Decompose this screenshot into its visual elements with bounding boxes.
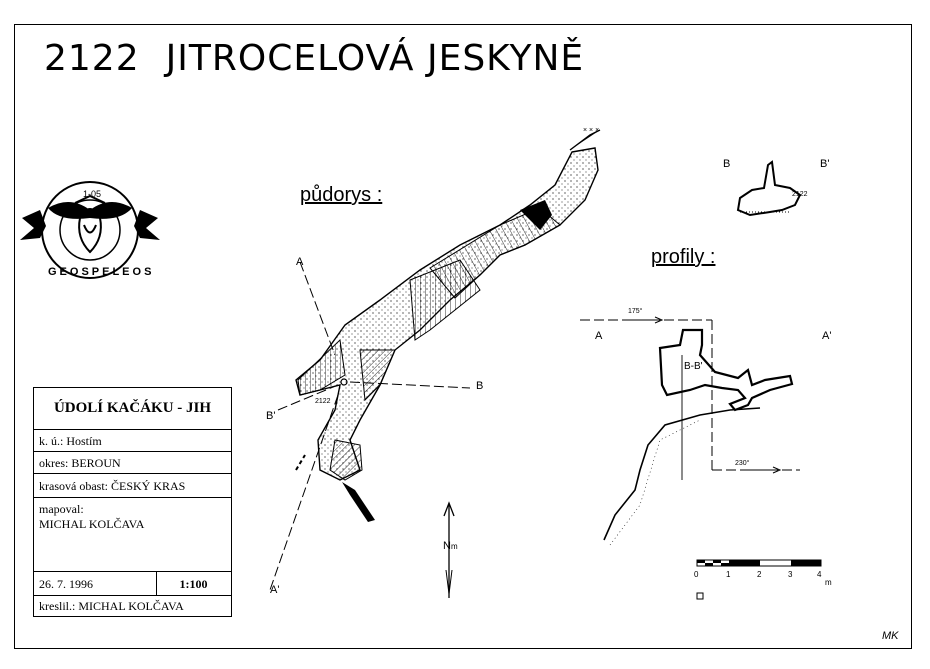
info-district: okres: BEROUN [39, 456, 121, 470]
info-surveyed-by: MICHAL KOLČAVA [39, 517, 145, 531]
north-label: Nm [443, 540, 458, 552]
long-profile-aa [580, 316, 800, 546]
cross-section-bb [736, 160, 802, 217]
plan-label-b: B [476, 380, 484, 392]
scale-tick-4: 4 [817, 570, 822, 579]
section-line-a [299, 261, 336, 356]
section-line-b-prime [277, 384, 339, 411]
info-cadastre-row: k. ú.: Hostím [34, 430, 231, 452]
info-divider [156, 572, 157, 595]
profiles-heading: profily : [651, 246, 716, 268]
info-date: 26. 7. 1996 [39, 577, 93, 591]
map-sheet-border [14, 24, 912, 649]
north-arrow [443, 501, 455, 598]
plan-heading: půdorys : [300, 184, 383, 206]
info-map-scale: 1:100 [179, 577, 208, 591]
bb-label-b-prime: B' [820, 158, 830, 170]
bb-entrance-label: 2122 [792, 191, 808, 198]
svg-text:× × ×: × × × [583, 127, 599, 134]
profile-bb-marker: B-B' [684, 361, 703, 372]
profile-label-a: A [595, 330, 603, 342]
plan-label-b-prime: B' [266, 410, 276, 422]
scale-unit: m [825, 578, 832, 587]
bearing-upper: 175° [628, 308, 643, 315]
scale-bar [696, 559, 822, 600]
north-sub: m [450, 542, 458, 551]
plan-view: × × × [295, 127, 601, 522]
map-info-box: ÚDOLÍ KAČÁKU - JIH k. ú.: Hostím okres: … [33, 387, 232, 617]
logo-code: 1-05 [83, 189, 102, 199]
signature: MK [882, 630, 899, 642]
info-surveyed-label: mapoval: [39, 502, 84, 516]
north-letter: N [443, 540, 451, 552]
info-karst-area: krasová obast: ČESKÝ KRAS [39, 479, 186, 493]
plan-label-a: A [296, 256, 304, 268]
bearing-lower: 230° [735, 460, 750, 467]
section-line-b [349, 381, 471, 389]
info-drawn-row: kreslil.: MICHAL KOLČAVA [34, 596, 231, 616]
info-date-scale-row: 26. 7. 1996 1:100 [34, 572, 231, 596]
info-karst-row: krasová obast: ČESKÝ KRAS [34, 474, 231, 498]
cave-number: 2122 [44, 38, 140, 79]
info-region-row: ÚDOLÍ KAČÁKU - JIH [34, 388, 231, 430]
info-cadastre: k. ú.: Hostím [39, 434, 102, 448]
scale-tick-0: 0 [694, 570, 699, 579]
scale-tick-2: 2 [757, 570, 762, 579]
section-line-a-prime [269, 394, 339, 591]
plan-label-a-prime: A' [270, 584, 280, 596]
info-region: ÚDOLÍ KAČÁKU - JIH [53, 400, 212, 416]
geospeleos-logo [20, 181, 160, 279]
info-drawn: kreslil.: MICHAL KOLČAVA [39, 599, 184, 613]
scale-tick-3: 3 [788, 570, 793, 579]
cave-name: JITROCELOVÁ JESKYNĚ [165, 38, 585, 79]
info-district-row: okres: BEROUN [34, 452, 231, 474]
logo-ring-text: GEOSPELEOS [48, 266, 155, 278]
profile-label-a-prime: A' [822, 330, 832, 342]
map-title: 2122 JITROCELOVÁ JESKYNĚ [44, 38, 584, 79]
bb-label-b: B [723, 158, 731, 170]
scale-tick-1: 1 [726, 570, 731, 579]
entrance-label: 2122 [315, 398, 331, 405]
entrance-marker [340, 378, 348, 386]
info-surveyed-row: mapoval: MICHAL KOLČAVA [34, 498, 231, 572]
